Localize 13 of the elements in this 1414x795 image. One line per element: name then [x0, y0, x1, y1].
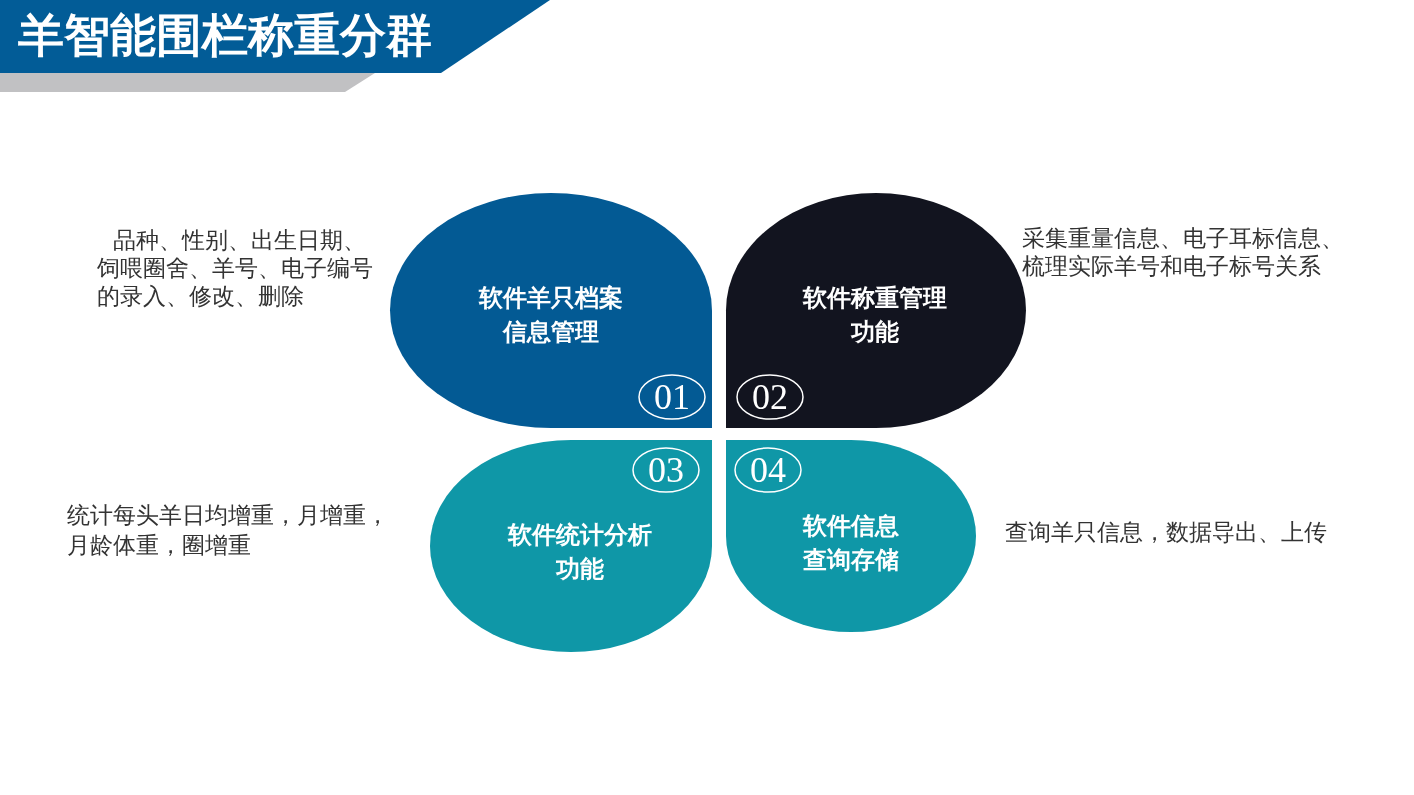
description-text: 品种、性别、出生日期、饲喂圈舍、羊号、电子编号的录入、修改、删除 — [97, 226, 374, 310]
petal-title: 软件称重管理功能 — [801, 283, 948, 348]
description-text: 统计每头羊日均增重，月增重，月龄体重，圈增重 — [67, 501, 390, 560]
slide-title: 羊智能围栏称重分群 — [18, 7, 432, 63]
description-text: 采集重量信息、电子耳标信息、梳理实际羊号和电子标号关系 — [1022, 224, 1345, 280]
step-number: 02 — [752, 378, 788, 416]
step-number: 01 — [654, 378, 690, 416]
description-text: 查询羊只信息，数据导出、上传 — [1005, 518, 1328, 546]
petal-title: 软件信息查询存储 — [801, 511, 900, 576]
petal-title: 软件羊只档案信息管理 — [477, 283, 624, 348]
step-number: 03 — [648, 451, 684, 489]
step-number: 04 — [750, 451, 786, 489]
petal-title: 软件统计分析功能 — [506, 520, 653, 585]
